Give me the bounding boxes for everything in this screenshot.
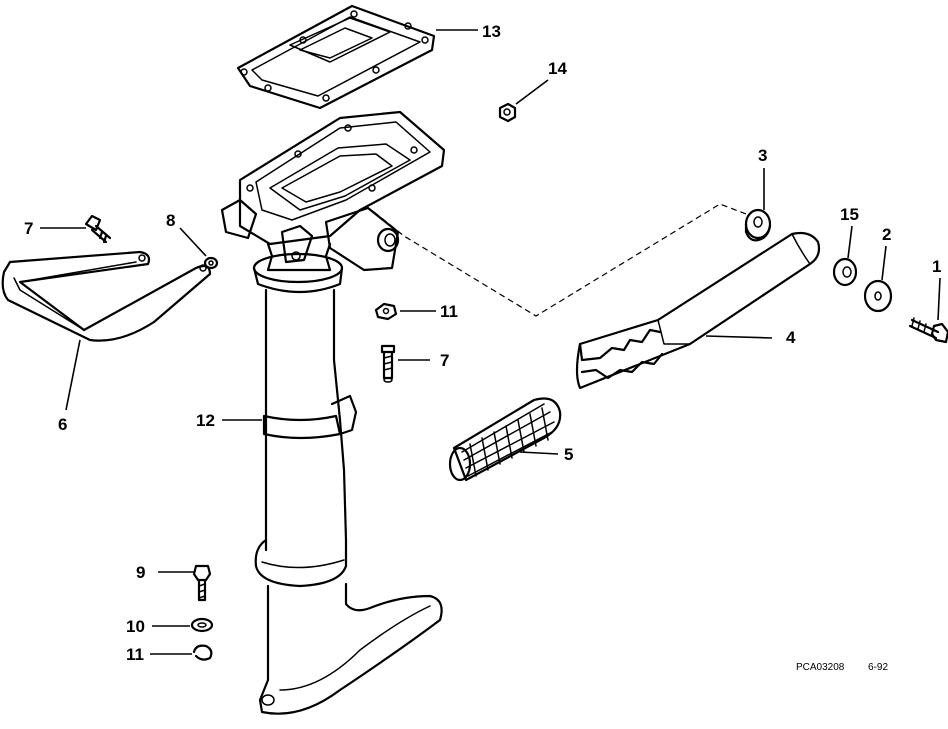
callout-14: 14 — [548, 59, 567, 78]
callout-11-upper: 11 — [440, 302, 458, 321]
callout-15: 15 — [840, 205, 859, 224]
tiller-arm-part-4 — [575, 231, 821, 390]
nut-part-14 — [498, 102, 517, 123]
handle-bracket-part-6 — [1, 250, 212, 342]
washer-part-2 — [863, 279, 893, 313]
callout-5: 5 — [564, 445, 573, 464]
callout-12: 12 — [196, 411, 215, 430]
callout-8: 8 — [166, 211, 175, 230]
drawing-date: 6-92 — [868, 662, 888, 673]
bolt-part-1 — [908, 317, 948, 344]
callout-7-upper: 7 — [24, 219, 33, 238]
screw-part-9 — [192, 564, 212, 602]
gasket-part-13 — [236, 4, 436, 110]
callout-3: 3 — [758, 146, 767, 165]
callout-10: 10 — [126, 617, 145, 636]
lockwasher-part-11-lower — [192, 644, 213, 661]
callout-13: 13 — [482, 22, 501, 41]
washer-part-10 — [190, 617, 214, 633]
callout-4: 4 — [786, 328, 796, 347]
nut-part-11-upper — [374, 302, 398, 321]
nut-part-8 — [203, 256, 219, 270]
washer-part-15 — [832, 257, 858, 287]
leader-lines — [40, 29, 941, 655]
callout-11-lower: 11 — [126, 645, 144, 664]
screw-part-7-lower — [380, 344, 396, 383]
callout-2: 2 — [882, 225, 891, 244]
screw-part-7-upper — [84, 214, 112, 244]
callout-1: 1 — [932, 257, 941, 276]
exhaust-housing-part-12 — [220, 110, 446, 715]
callout-6: 6 — [58, 415, 67, 434]
callout-9: 9 — [136, 563, 145, 582]
callout-7-lower: 7 — [440, 351, 449, 370]
assembly-line — [373, 203, 747, 317]
spacer-part-3 — [744, 208, 772, 242]
grip-part-5 — [448, 397, 562, 482]
drawing-number: PCA03208 — [796, 662, 845, 673]
